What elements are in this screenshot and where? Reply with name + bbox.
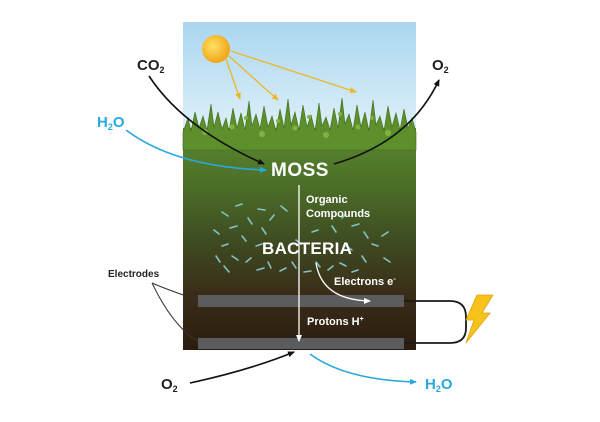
bacteria-label: BACTERIA [262, 239, 353, 258]
electrodes-leader-lines [151, 282, 199, 343]
moss-highlights [202, 112, 391, 138]
o2-in-arrow [189, 351, 295, 384]
co2-label: CO2 [137, 57, 165, 75]
organic-compounds-label: Organic Compounds [306, 193, 370, 221]
sun-icon [202, 35, 230, 63]
co2-arrow [148, 75, 265, 165]
o2-bottom-label: O2 [161, 376, 178, 394]
lightning-bolt-icon [465, 294, 494, 344]
o2-out-arrow [333, 79, 440, 165]
protons-label: Protons H+ [307, 316, 364, 328]
bacteria-cluster [213, 203, 391, 273]
h2o-in-arrow [125, 129, 267, 173]
h2o-in-label: H2O [97, 114, 125, 132]
moss-fringe [182, 97, 417, 151]
sun-rays [225, 50, 357, 101]
moss-label: MOSS [271, 160, 329, 181]
organic-line-1: Organic [306, 194, 348, 206]
o2-top-label: O2 [432, 57, 449, 75]
organic-line-2: Compounds [306, 208, 371, 220]
h2o-out-label: H2O [425, 376, 453, 394]
electron-arrow [315, 262, 371, 304]
h2o-out-arrow [309, 353, 417, 385]
electrons-label: Electrons e- [334, 276, 396, 288]
upper-electrode [198, 295, 404, 307]
electrodes-label: Electrodes [108, 269, 160, 280]
circuit-wire [404, 300, 467, 344]
lower-electrode [198, 338, 404, 349]
